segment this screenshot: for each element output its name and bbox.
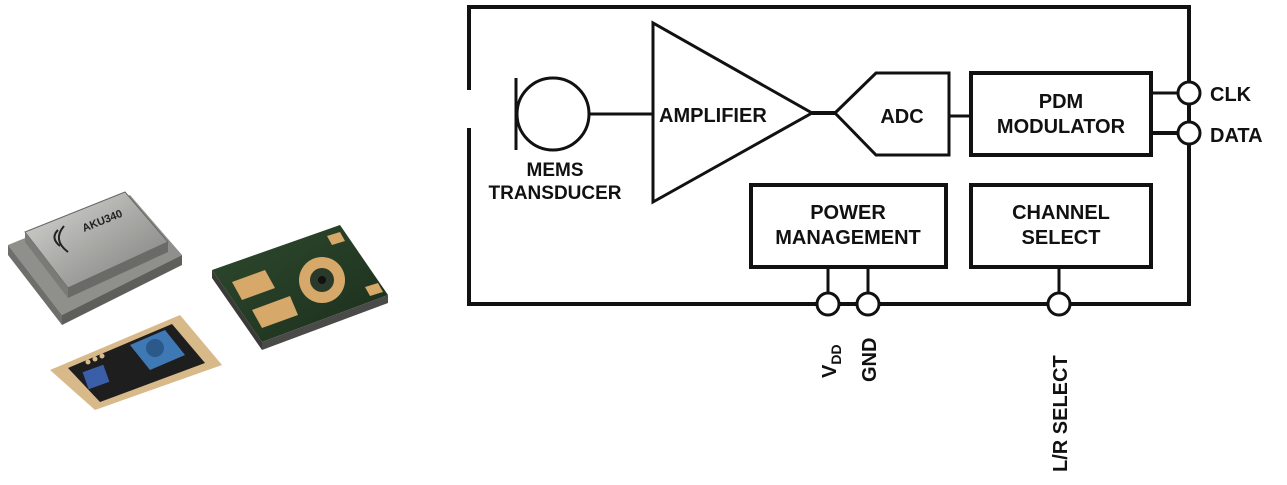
channel-label-line2: SELECT [1022, 227, 1101, 249]
power-management-block: POWER MANAGEMENT [749, 183, 948, 293]
mems-microphone-photo: AKU340 [8, 191, 388, 410]
channel-label-line1: CHANNEL [1012, 202, 1110, 224]
lr-select-pin: L/R SELECT [1046, 291, 1072, 472]
lr-select-pin-label: L/R SELECT [1050, 355, 1072, 472]
amplifier-block: AMPLIFIER [651, 20, 835, 205]
pdm-label-line1: PDM [1039, 91, 1083, 113]
gnd-pin: GND [855, 291, 881, 382]
clk-pin: CLK [1176, 80, 1252, 106]
mems-label-line1: MEMS [527, 160, 584, 181]
amplifier-label: AMPLIFIER [659, 105, 767, 127]
enclosure-outline [467, 5, 1191, 306]
mems-label-line2: TRANSDUCER [489, 183, 622, 204]
power-label-line2: MANAGEMENT [775, 227, 921, 249]
pdm-modulator-block: PDM MODULATOR [969, 71, 1178, 157]
clk-pin-label: CLK [1210, 84, 1252, 106]
data-pin-label: DATA [1210, 125, 1263, 147]
metal-can-package: AKU340 [8, 191, 182, 325]
vdd-subscript: DD [828, 344, 844, 364]
mems-transducer: MEMS TRANSDUCER [489, 76, 653, 204]
data-pin: DATA [1176, 120, 1263, 147]
vdd-pin-label: VDD [819, 344, 844, 378]
adc-block: ADC [832, 71, 971, 157]
vdd-main: V [819, 364, 841, 378]
adc-label: ADC [880, 106, 923, 128]
pdm-label-line2: MODULATOR [997, 116, 1126, 138]
power-label-line1: POWER [810, 202, 886, 224]
gnd-pin-label: GND [859, 338, 881, 382]
open-package [50, 315, 222, 410]
vdd-pin: VDD [815, 291, 844, 378]
channel-select-block: CHANNEL SELECT [969, 183, 1153, 293]
pcb-package [212, 225, 388, 350]
